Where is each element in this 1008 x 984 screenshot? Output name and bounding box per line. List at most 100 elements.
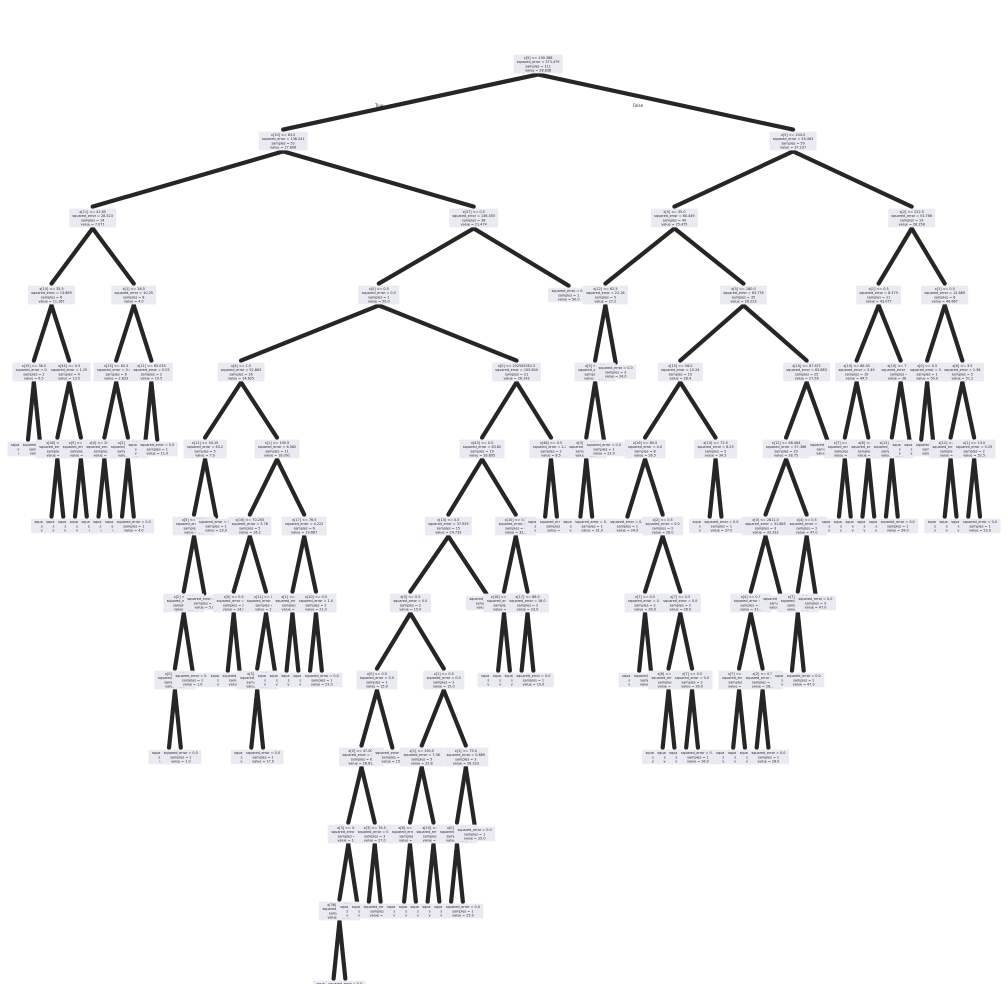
node-text-line: samples = 1	[523, 678, 544, 682]
node-text-line: squared_error = 136.355	[452, 214, 495, 218]
node-text-line: samples = 1	[617, 524, 638, 528]
node-text-line: squared_error = 0.0	[187, 597, 221, 601]
node-text-line: samples = 20	[774, 449, 797, 453]
node-text-line: samples = 1	[452, 909, 473, 913]
tree-edge	[660, 534, 683, 594]
tree-edge	[513, 534, 530, 594]
tree-edge	[689, 688, 701, 750]
node-text-line: squared_error = 8.379	[859, 291, 897, 295]
node-text-line: squared_error = 53.766	[891, 214, 931, 218]
node-text-line: squared_error = 63.776	[723, 291, 763, 295]
node-text-line: x[1] <= 0.5	[869, 287, 889, 291]
node-text-line: x[11] <= 54.15	[192, 441, 219, 445]
node-text-line: x[7] <= 0.5	[682, 672, 702, 676]
node-text-line: x[1] <= 190.5	[410, 749, 434, 753]
tree-edge	[783, 380, 809, 440]
node-text-line: value = 28.158	[899, 223, 925, 227]
node-text-line: samples = 1	[370, 909, 391, 913]
node-box	[389, 593, 431, 613]
node-text-line: samples = 2	[305, 603, 326, 607]
tree-edge	[942, 303, 965, 363]
node-text-line: x[5] <= 180.0	[731, 287, 755, 291]
tree-edge	[713, 457, 724, 519]
node-text-line: squared_error = 0.0	[140, 443, 174, 447]
node-text-line: samples = 1	[711, 524, 732, 528]
node-text-line: samples = 2	[796, 526, 817, 530]
tree-edge	[672, 226, 746, 286]
node-text-line: samples = 4	[94, 449, 115, 453]
node-text-line: squared_error = 18.5	[176, 522, 212, 526]
tree-edge	[247, 534, 269, 594]
node-text-line: value = 31.0	[581, 528, 603, 532]
node-box	[358, 285, 400, 305]
tree-edge	[102, 380, 119, 440]
tree-edge	[238, 303, 381, 363]
node-text-line: samples = 3	[255, 603, 276, 607]
node-box	[111, 285, 157, 305]
node-box	[921, 285, 969, 305]
node-text-line: x[10] <= 83.0	[271, 133, 295, 137]
node-text-line: samples = 1	[205, 524, 226, 528]
node-text-line: value = 24.0	[605, 374, 627, 378]
node-text-line: squared_error = 105.604	[495, 368, 538, 372]
node-text-line: samples = 2	[670, 603, 691, 607]
tree-edge	[866, 457, 877, 519]
node-text-line: samples = 1	[793, 678, 814, 682]
node-text-line: squared_error = 0.25	[86, 445, 122, 449]
node-box	[129, 362, 173, 382]
node-box	[747, 749, 789, 765]
node-text-line: samples = 1	[366, 680, 387, 684]
true-edge-label: True	[374, 103, 384, 108]
tree-edge	[446, 457, 485, 517]
node-text-line: squared_error = 0.25	[933, 445, 969, 449]
node-text-line: samples = 59	[781, 141, 804, 145]
node-text-line: samples = 52	[271, 141, 294, 145]
node-text-line: value = 38.667	[888, 377, 914, 381]
node-box	[595, 364, 637, 380]
node-text-line: squared_error = 0.0	[246, 751, 280, 755]
node-text-line: samples = 1	[558, 293, 579, 297]
node-text-line: samples = 2	[223, 603, 244, 607]
node-box	[228, 516, 272, 536]
node-box	[959, 518, 1001, 534]
node-box	[783, 672, 825, 688]
node-box	[742, 516, 789, 536]
node-text-line: squared_error = 0.0	[610, 520, 644, 524]
node-text-line: value = 22.0	[593, 451, 615, 455]
tree-edge	[666, 688, 677, 750]
node-text-line: squared_error = 0.0	[963, 520, 997, 524]
node-box	[113, 518, 155, 534]
node-text-line: squared_error = 0.0	[516, 674, 550, 678]
node-text-line: samples = 4	[282, 603, 303, 607]
node-text-line: samples = 6	[106, 372, 127, 376]
node-text-line: samples = 1	[382, 755, 403, 759]
node-text-line: squared_error = 55.463	[773, 137, 813, 141]
node-text-line: value = 52.5	[963, 454, 985, 458]
node-box	[906, 362, 948, 382]
node-text-line: samples = 8	[123, 295, 144, 299]
node-box	[657, 362, 703, 382]
tree-edge	[876, 226, 914, 286]
node-text-line: samples = 2	[517, 603, 538, 607]
tree-edge	[783, 457, 809, 517]
node-text-line: x[6] <= 3.5	[952, 364, 972, 368]
node-text-line: x[10] <= 0.5	[422, 826, 444, 830]
node-box	[281, 516, 327, 536]
node-text-line: samples = 3	[755, 526, 776, 530]
node-text-line: value = 27.0	[364, 839, 386, 843]
node-text-line: samples = 1	[147, 447, 168, 451]
node-text-line: x[15] <= 36.0	[22, 364, 46, 368]
node-text-line: squared_error = 4.0	[628, 445, 662, 449]
